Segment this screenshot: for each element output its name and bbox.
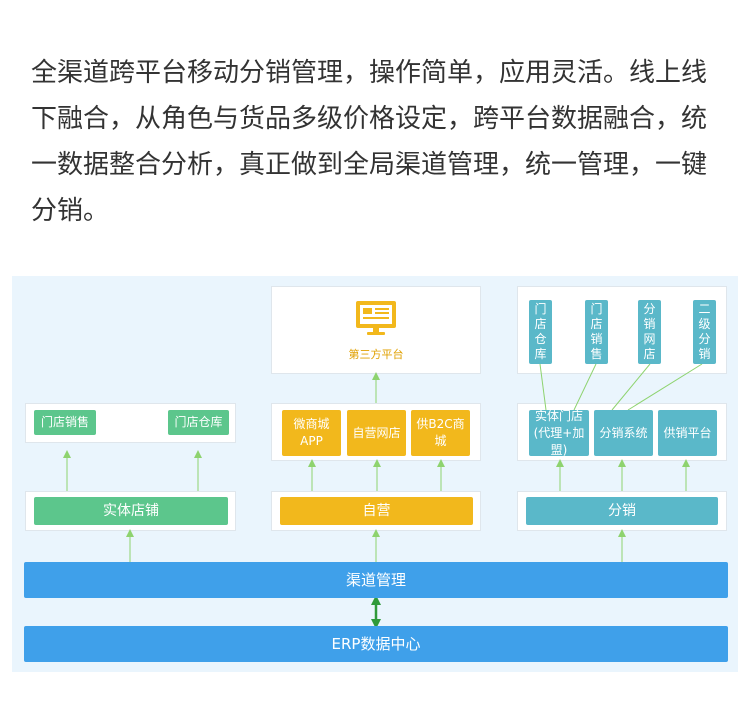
dist-top-item-second: 二级分销: [693, 300, 716, 364]
dist-sub-store: 实体门店 (代理+加盟): [529, 409, 589, 457]
erp-data-center-bar: ERP数据中心: [24, 626, 728, 662]
physical-sub-warehouse: 门店仓库: [168, 410, 229, 435]
dist-top-item-onlineshop: 分销网店: [638, 300, 661, 364]
selfrun-main: 自营: [280, 497, 473, 525]
dist-sub-system: 分销系统: [594, 410, 653, 456]
physical-sub-sales: 门店销售: [34, 410, 96, 435]
intro-paragraph: 全渠道跨平台移动分销管理，操作简单，应用灵活。线上线下融合，从角色与货品多级价格…: [31, 58, 708, 226]
dist-top-item-sales: 门店销售: [585, 300, 608, 364]
physical-main: 实体店铺: [34, 497, 228, 525]
selfrun-sub-shop: 自营网店: [347, 410, 406, 456]
selfrun-sub-app: 微商城 APP: [282, 410, 341, 456]
distribution-main: 分销: [526, 497, 718, 525]
channel-management-bar: 渠道管理: [24, 562, 728, 598]
dist-sub-platform: 供销平台: [658, 410, 717, 456]
dist-top-item-warehouse: 门店仓库: [529, 300, 552, 364]
monitor-icon: [356, 301, 396, 335]
selfrun-sub-b2c: 供B2C商城: [411, 410, 470, 456]
third-party-label: 第三方平台: [348, 348, 404, 361]
